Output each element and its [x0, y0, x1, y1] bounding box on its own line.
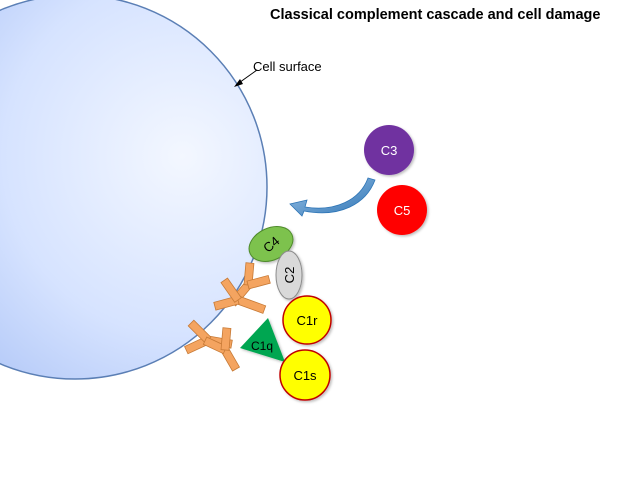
cell-body: [0, 0, 268, 380]
antibody-group: [184, 262, 271, 372]
c3-label: C3: [381, 143, 398, 158]
diagram-title: Classical complement cascade and cell da…: [270, 7, 601, 23]
c1q-label: C1q: [251, 339, 273, 353]
c1s-label: C1s: [293, 368, 317, 383]
c2-label: C2: [282, 267, 297, 284]
antibody-4: [202, 327, 241, 372]
c1r-circle: [282, 295, 332, 345]
cell-surface-pointer-head: [234, 79, 243, 87]
antibody-2: [213, 277, 267, 314]
c1q-triangle: [240, 318, 285, 362]
c2-ellipse: [275, 250, 303, 300]
c5-circle: [377, 185, 427, 235]
c1s-circle: [279, 349, 331, 401]
c4-node: C4: [248, 226, 294, 262]
c1q-node: C1q: [240, 318, 285, 362]
c1r-label: C1r: [297, 313, 319, 328]
c3-circle: [364, 125, 414, 175]
c4-ellipse: [248, 226, 294, 262]
c1s-node: C1s: [279, 349, 331, 401]
c3-node: C3: [364, 125, 414, 175]
c1r-node: C1r: [282, 295, 332, 345]
cell-surface-label: Cell surface: [253, 59, 322, 74]
c5-node: C5: [377, 185, 427, 235]
cascade-arrow: [289, 177, 376, 217]
c5-label: C5: [394, 203, 411, 218]
c2-node: C2: [275, 250, 303, 300]
